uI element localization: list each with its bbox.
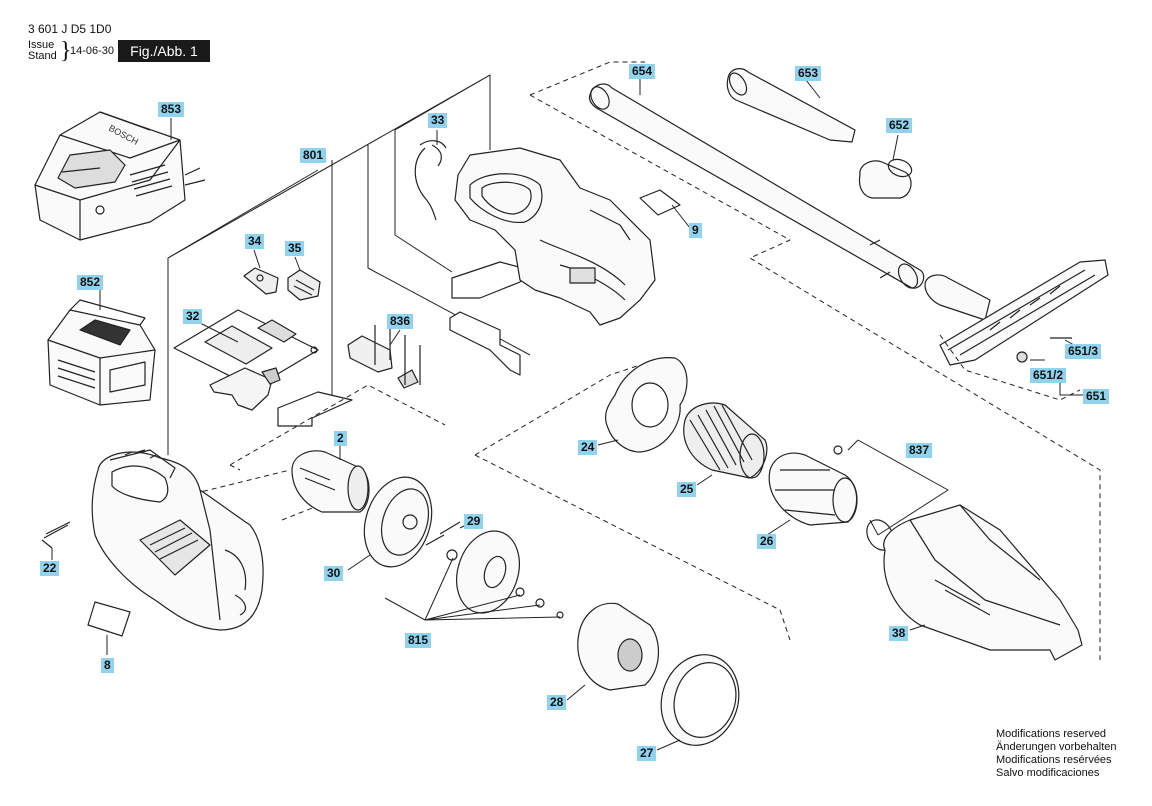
filter-cage-26 xyxy=(768,452,858,526)
charger-drawing: BOSCH xyxy=(34,111,206,241)
screws-29 xyxy=(425,521,461,546)
part-label-9: 9 xyxy=(689,223,702,238)
part-label-852: 852 xyxy=(77,275,104,290)
filter-25 xyxy=(683,402,768,479)
stand-label: Stand xyxy=(28,50,57,62)
part-label-29: 29 xyxy=(464,514,484,529)
screw-22 xyxy=(41,521,71,549)
part-label-24: 24 xyxy=(578,440,598,455)
extension-tube-654 xyxy=(588,83,925,289)
gasket-a xyxy=(277,391,353,427)
part-label-651-3: 651/3 xyxy=(1065,344,1102,359)
cable-33 xyxy=(414,140,447,221)
gasket-b xyxy=(451,261,531,299)
dust-container-38 xyxy=(883,504,1083,661)
part-label-815: 815 xyxy=(405,633,432,648)
issue-label: Issue xyxy=(28,39,55,51)
part-label-33: 33 xyxy=(428,113,448,128)
part-label-34: 34 xyxy=(245,234,265,249)
label-plate-8 xyxy=(87,601,131,637)
leader-815 xyxy=(384,557,561,621)
note-en: Modifications reserved xyxy=(996,728,1107,740)
crevice-nozzle-653 xyxy=(726,68,856,143)
document-number: 3 601 J D5 1D0 xyxy=(28,22,112,36)
washer-a xyxy=(515,587,525,597)
issue-date: 14-06-30 xyxy=(70,45,115,57)
issue-labels: Issue Stand xyxy=(28,40,57,62)
label-leaders xyxy=(51,78,1085,751)
battery-drawing xyxy=(47,299,156,406)
part-label-35: 35 xyxy=(285,241,305,256)
part-label-26: 26 xyxy=(757,534,777,549)
part-label-651: 651 xyxy=(1083,389,1110,404)
leader-837 xyxy=(847,439,949,536)
part-label-836: 836 xyxy=(387,314,414,329)
part-label-32: 32 xyxy=(183,309,203,324)
upper-housing xyxy=(454,147,656,326)
part-label-28: 28 xyxy=(547,695,567,710)
brace-glyph: } xyxy=(60,38,72,64)
part-label-801: 801 xyxy=(300,148,327,163)
note-es: Salvo modificaciones xyxy=(996,767,1100,779)
part-label-30: 30 xyxy=(324,566,344,581)
part-label-837: 837 xyxy=(906,443,933,458)
fan-housing-30 xyxy=(363,476,433,568)
part-label-653: 653 xyxy=(795,66,822,81)
main-housing xyxy=(91,449,264,631)
contacts-836 xyxy=(347,335,393,373)
part-label-25: 25 xyxy=(677,482,697,497)
adapter-652 xyxy=(858,158,913,199)
note-fr: Modifications resérvées xyxy=(996,754,1112,766)
washer-b xyxy=(535,598,545,608)
note-de: Änderungen vorbehalten xyxy=(996,741,1117,753)
fan-wheel xyxy=(446,530,520,614)
part-label-27: 27 xyxy=(637,746,657,761)
gasket-c xyxy=(449,311,521,376)
assembly-801-lines xyxy=(167,74,531,455)
part-label-38: 38 xyxy=(889,626,909,641)
part-label-853: 853 xyxy=(158,102,185,117)
modification-notes: Modifications reserved Änderungen vorbeh… xyxy=(996,728,1116,780)
part-label-2: 2 xyxy=(334,431,347,446)
switch-body xyxy=(209,367,273,411)
part-9-shape xyxy=(639,189,681,216)
nut xyxy=(556,611,564,619)
part-label-22: 22 xyxy=(40,561,60,576)
filter-holder-24 xyxy=(604,357,688,453)
part-label-651-2: 651/2 xyxy=(1030,368,1067,383)
part-label-654: 654 xyxy=(629,64,656,79)
ring-27 xyxy=(660,654,740,746)
part-label-652: 652 xyxy=(886,118,913,133)
part-label-8: 8 xyxy=(101,658,114,673)
figure-label: Fig./Abb. 1 xyxy=(118,40,210,62)
screw-837 xyxy=(833,445,843,455)
part-32-frame xyxy=(173,309,319,389)
dashed-guides xyxy=(167,61,1101,660)
cover-28 xyxy=(577,602,660,691)
floor-nozzle-651 xyxy=(924,259,1109,366)
motor-2 xyxy=(291,450,370,513)
